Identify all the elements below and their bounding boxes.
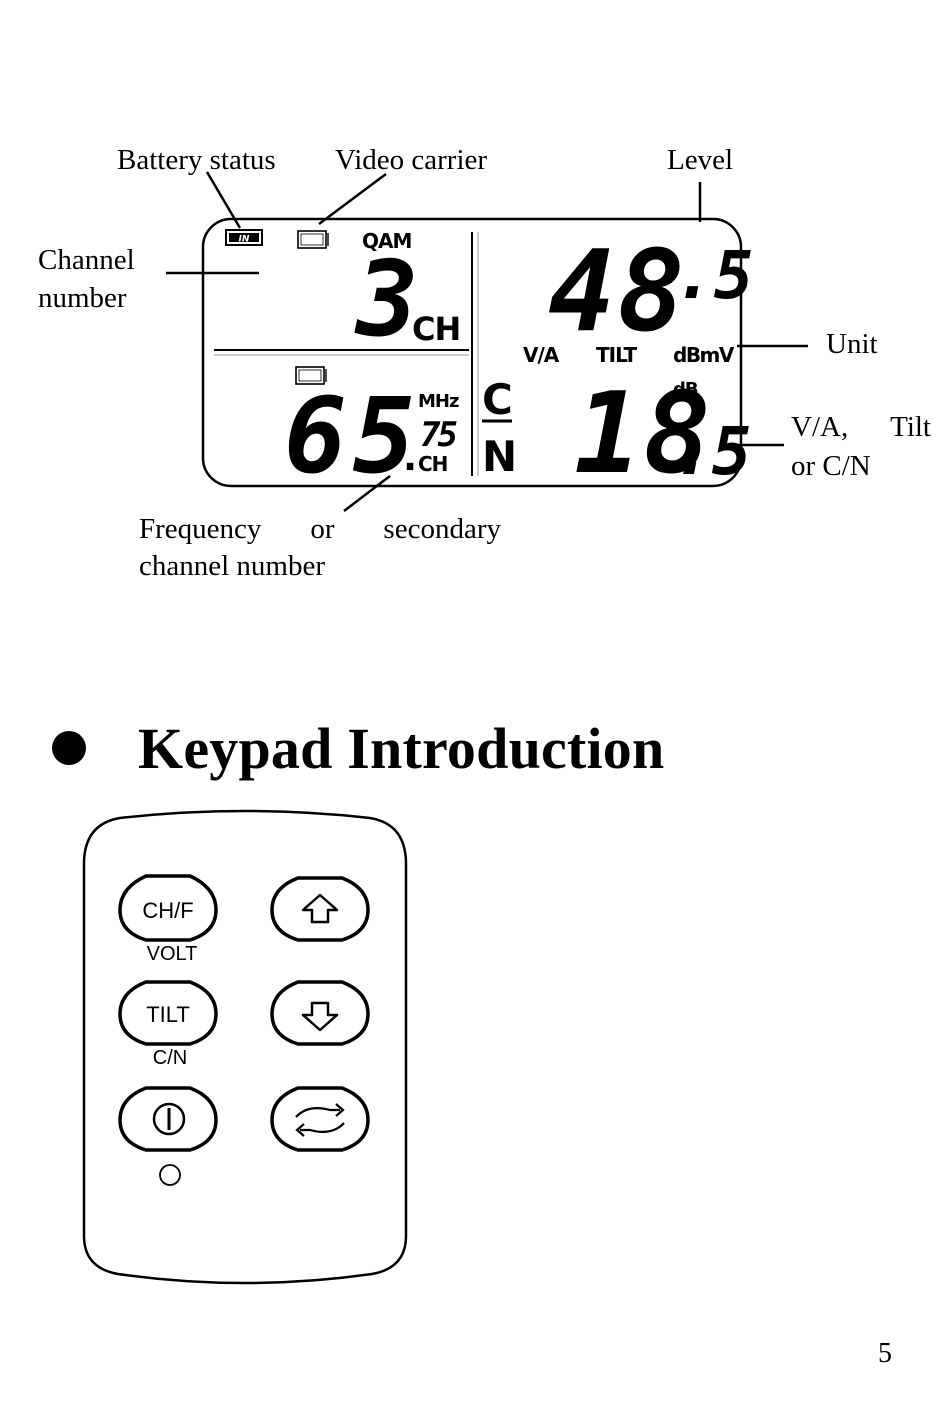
callout-secondary-word: secondary [383, 513, 501, 545]
lcd-channel-value: 3 [354, 238, 419, 360]
up-key[interactable] [270, 876, 370, 942]
callout-tilt-text: Tilt [890, 411, 931, 443]
bullet-icon [52, 731, 86, 765]
battery-badge-text: IN [239, 235, 250, 245]
arrow-down-icon [301, 1001, 339, 1032]
callout-frequency-line1: Frequency or secondary [139, 510, 501, 548]
lcd-frequency-decimal: 75 [420, 415, 457, 455]
lcd-display: IN QAM 3 CH 48 .5 V/A TILT dBmV 65 . MHz… [166, 171, 808, 512]
down-key[interactable] [270, 980, 370, 1046]
tilt-key-label: TILT [146, 1002, 190, 1027]
section-heading: Keypad Introduction [52, 708, 664, 788]
callout-va-tilt-line1: V/A, Tilt [791, 408, 931, 446]
callout-channel-number-line1: Channel [38, 244, 135, 276]
callout-battery-status: Battery status [117, 144, 276, 176]
lcd-unit-label: dBmV [673, 343, 735, 367]
lcd-frequency-value: 65 [284, 375, 421, 497]
lcd-cn-unit: dB [673, 379, 698, 400]
chf-key-sublabel: VOLT [147, 943, 198, 965]
lcd-level-decimal: .5 [674, 237, 753, 314]
tv-icon [297, 230, 329, 249]
swap-arrows-icon [295, 1103, 345, 1137]
callout-video-carrier: Video carrier [335, 144, 488, 176]
indicator-led-icon [159, 1164, 181, 1186]
lcd-cn-value: 18 [574, 369, 713, 499]
backlight-key[interactable] [270, 1086, 370, 1152]
power-icon [152, 1102, 186, 1136]
callout-frequency-word: Frequency [139, 513, 262, 545]
leader-video-carrier [318, 172, 387, 226]
leader-frequency [343, 475, 391, 512]
callout-level: Level [667, 144, 734, 176]
lcd-cn-decimal: .5 [672, 413, 751, 490]
heading-title: Keypad Introduction [138, 715, 665, 781]
power-key[interactable] [118, 1086, 218, 1152]
lcd-va-label: V/A [523, 343, 560, 367]
tilt-key-sublabel: C/N [153, 1047, 187, 1069]
callout-or-word: or [310, 513, 335, 545]
lcd-tilt-label: TILT [596, 343, 638, 367]
callout-va-tilt-line2: or C/N [791, 450, 871, 482]
tv-icon-secondary [295, 366, 327, 385]
leader-battery [205, 171, 242, 229]
lcd-frequency-mhz: MHz [418, 391, 459, 412]
keypad-illustration: CH/F VOLT TILT C/N [82, 809, 408, 1285]
tilt-key[interactable]: TILT [118, 980, 218, 1046]
callout-frequency-line2: channel number [139, 550, 326, 582]
lcd-cn-c: C [482, 375, 513, 424]
chf-key-label: CH/F [142, 898, 193, 923]
lcd-frequency-ch: CH [418, 452, 447, 476]
remote-body [82, 809, 408, 1285]
lcd-cn-n: N [482, 432, 517, 481]
page-number: 5 [878, 1338, 892, 1369]
arrow-up-icon [301, 893, 339, 924]
callout-channel-number-line2: number [38, 282, 127, 314]
lcd-level-value: 48 [548, 227, 687, 357]
lcd-channel-unit: CH [412, 310, 460, 348]
callout-unit: Unit [826, 328, 878, 360]
chf-key[interactable]: CH/F [118, 874, 218, 942]
callout-va-text: V/A, [791, 411, 849, 443]
lcd-frequency-dot: . [398, 434, 422, 480]
lcd-mode-label: QAM [362, 229, 411, 253]
